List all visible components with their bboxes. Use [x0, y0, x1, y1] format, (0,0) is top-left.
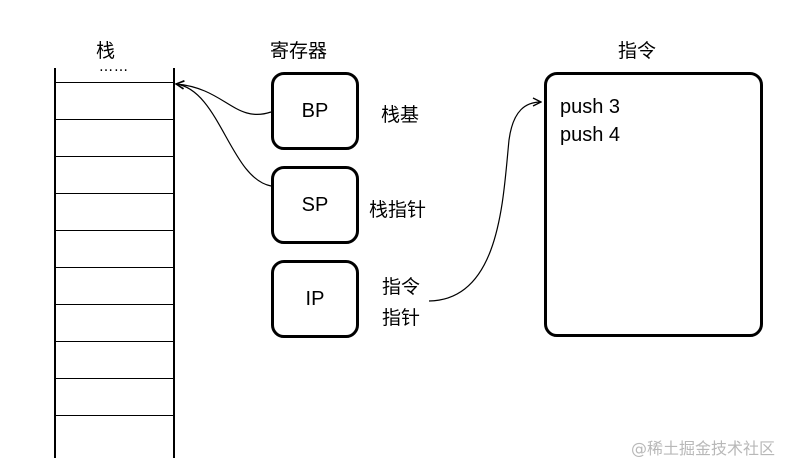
stack-cell [56, 156, 173, 194]
stack-cell [56, 415, 173, 453]
registers-title: 寄存器 [270, 40, 328, 62]
register-bp: BP [271, 72, 359, 150]
register-sp-label: 栈指针 [369, 199, 427, 221]
stack-ellipsis: …… [99, 59, 129, 75]
register-sp: SP [271, 166, 359, 244]
register-ip-name: IP [305, 287, 325, 310]
register-ip-label-line2: 指针 [382, 307, 421, 329]
stack-cell [56, 304, 173, 342]
instructions-box: push 3 push 4 [544, 72, 763, 337]
stack-cell [56, 267, 173, 305]
bp-to-stack-arrow [176, 84, 272, 115]
stack-column [54, 68, 175, 458]
register-ip-label-line1: 指令 [382, 276, 421, 298]
instruction-line: push 3 [560, 96, 621, 118]
register-bp-name: BP [301, 99, 329, 122]
stack-cell [56, 230, 173, 268]
stack-title: 栈 [96, 40, 116, 62]
stack-cell [56, 119, 173, 157]
register-ip: IP [271, 260, 359, 338]
stack-cell [56, 341, 173, 379]
register-bp-label: 栈基 [381, 104, 420, 126]
instruction-line: push 4 [560, 124, 621, 146]
watermark: @稀土掘金技术社区 [630, 439, 775, 458]
stack-cell [56, 378, 173, 416]
stack-cell [56, 82, 173, 120]
register-sp-name: SP [301, 193, 329, 216]
stack-cell [56, 193, 173, 231]
sp-to-stack-arrow [176, 84, 272, 187]
instructions-title: 指令 [618, 40, 657, 62]
ip-to-instructions-arrow [428, 102, 541, 302]
